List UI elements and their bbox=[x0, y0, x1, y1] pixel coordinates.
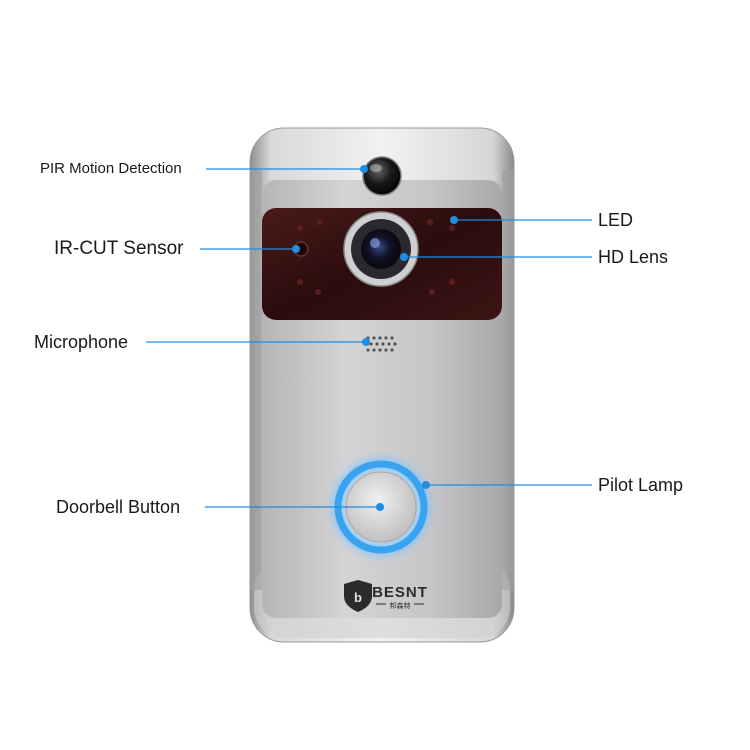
label-ircut-sensor: IR-CUT Sensor bbox=[54, 238, 184, 259]
label-microphone: Microphone bbox=[34, 332, 129, 352]
camera-lens-glint bbox=[370, 238, 380, 248]
callout-dot-pir bbox=[360, 165, 368, 173]
ir-led-dots bbox=[297, 219, 455, 295]
label-doorbell-button: Doorbell Button bbox=[56, 497, 181, 517]
logo-shield-icon bbox=[344, 580, 372, 612]
pir-sensor bbox=[362, 156, 402, 196]
label-pir-motion-detection: PIR Motion Detection bbox=[40, 160, 182, 177]
housing-right-edge bbox=[502, 170, 514, 590]
brand-logo: b BESNT 邦森特 bbox=[344, 580, 428, 612]
callout-dot-pilot-lamp bbox=[422, 481, 430, 489]
callout-dot-doorbell bbox=[376, 503, 384, 511]
logo-subtext: 邦森特 bbox=[390, 601, 411, 610]
camera-lens bbox=[361, 229, 401, 269]
label-hd-lens: HD Lens bbox=[598, 247, 669, 267]
callout-dot-led bbox=[450, 216, 458, 224]
callout-dot-microphone bbox=[362, 338, 370, 346]
housing-left-edge bbox=[250, 170, 262, 590]
logo-shield-glyph: b bbox=[354, 590, 362, 605]
callout-dot-hd-lens bbox=[400, 253, 408, 261]
logo-text: BESNT bbox=[372, 584, 428, 601]
callout-dot-ircut bbox=[292, 245, 300, 253]
label-led: LED bbox=[598, 210, 634, 230]
pir-sensor-highlight bbox=[370, 164, 382, 172]
callout-lines bbox=[146, 165, 592, 511]
label-pilot-lamp: Pilot Lamp bbox=[598, 475, 684, 495]
